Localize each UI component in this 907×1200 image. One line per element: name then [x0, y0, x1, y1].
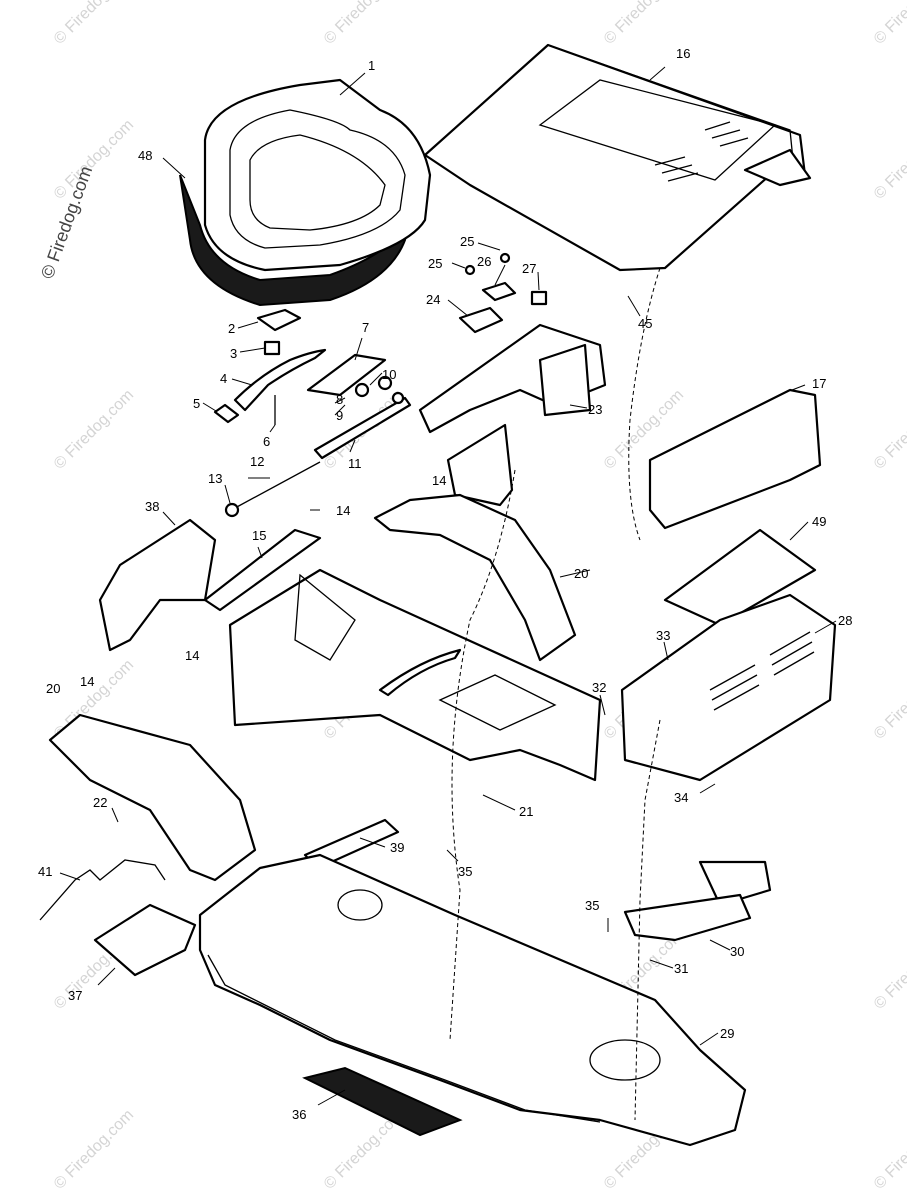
watermark-text: © Firedog.com [871, 386, 907, 472]
callout-45: 45 [638, 316, 652, 331]
callout-35: 35 [458, 864, 472, 879]
callout-17: 17 [812, 376, 826, 391]
hood-part [423, 43, 812, 272]
seat-part [179, 78, 432, 307]
callout-38: 38 [145, 499, 159, 514]
watermark-text: © Firedog.com [871, 656, 907, 742]
callout-8: 8 [336, 392, 343, 407]
callout-26: 26 [477, 254, 491, 269]
callout-36: 36 [292, 1107, 306, 1122]
callout-22: 22 [93, 795, 107, 810]
callout-24: 24 [426, 292, 440, 307]
fender-right-part [373, 493, 577, 662]
callout-13: 13 [208, 471, 222, 486]
callout-20b: 20 [46, 681, 60, 696]
callout-27: 27 [522, 261, 536, 276]
callout-48: 48 [138, 148, 152, 163]
callout-14b: 14 [432, 473, 446, 488]
callout-23: 23 [588, 402, 602, 417]
callout-7: 7 [362, 320, 369, 335]
callout-11: 11 [348, 456, 362, 471]
callout-32: 32 [592, 680, 606, 695]
callout-10: 10 [382, 367, 396, 382]
callout-20: 20 [574, 566, 588, 581]
callout-25: 25 [460, 234, 474, 249]
left-bracket-parts [98, 518, 322, 652]
callout-9: 9 [336, 408, 343, 423]
callout-25b: 25 [428, 256, 442, 271]
callout-12: 12 [250, 454, 264, 469]
watermark-text: © Firedog.com [871, 926, 907, 1012]
callout-14c: 14 [185, 648, 199, 663]
callout-31: 31 [674, 961, 688, 976]
assembly-guides [449, 267, 661, 1121]
callout-29: 29 [720, 1026, 734, 1041]
callout-21: 21 [519, 804, 533, 819]
callout-3: 3 [230, 346, 237, 361]
battery-box-parts [620, 388, 837, 782]
watermark-text: © Firedog.com [51, 1106, 137, 1192]
watermark-text: © Firedog.com [51, 116, 137, 202]
watermark-text: © Firedog.com [321, 0, 407, 48]
callout-49: 49 [812, 514, 826, 529]
bracket-30-part [623, 860, 772, 942]
callout-14d: 14 [80, 674, 94, 689]
seat-hardware-parts [213, 308, 412, 518]
fender-left-part [48, 713, 257, 882]
callout-1: 1 [368, 58, 375, 73]
callout-14: 14 [336, 503, 350, 518]
frame-part [198, 853, 747, 1147]
callout-35b: 35 [585, 898, 599, 913]
callout-41: 41 [38, 864, 52, 879]
callout-39: 39 [390, 840, 404, 855]
watermark-text: © Firedog.com [51, 386, 137, 472]
callout-15: 15 [252, 528, 266, 543]
callout-30: 30 [730, 944, 744, 959]
callout-16: 16 [676, 46, 690, 61]
callout-2: 2 [228, 321, 235, 336]
watermark-text: © Firedog.com [871, 0, 907, 48]
callout-labels [59, 66, 837, 1106]
callout-33: 33 [656, 628, 670, 643]
callout-4: 4 [220, 371, 227, 386]
callout-28: 28 [838, 613, 852, 628]
callout-37: 37 [68, 988, 82, 1003]
callout-34: 34 [674, 790, 688, 805]
watermark-text: © Firedog.com [51, 0, 137, 48]
dash-panel-part [418, 252, 607, 507]
callout-6: 6 [263, 434, 270, 449]
watermark-text: © Firedog.com [601, 0, 687, 48]
callout-number-layer: 1 2 3 4 5 6 7 8 9 10 11 12 13 14 15 16 1… [38, 46, 852, 1122]
watermark-text: © Firedog.com [871, 1106, 907, 1192]
body-bracket-part [228, 568, 602, 782]
callout-5: 5 [193, 396, 200, 411]
watermark-text: © Firedog.com [871, 116, 907, 202]
foot-parts [39, 859, 463, 1137]
